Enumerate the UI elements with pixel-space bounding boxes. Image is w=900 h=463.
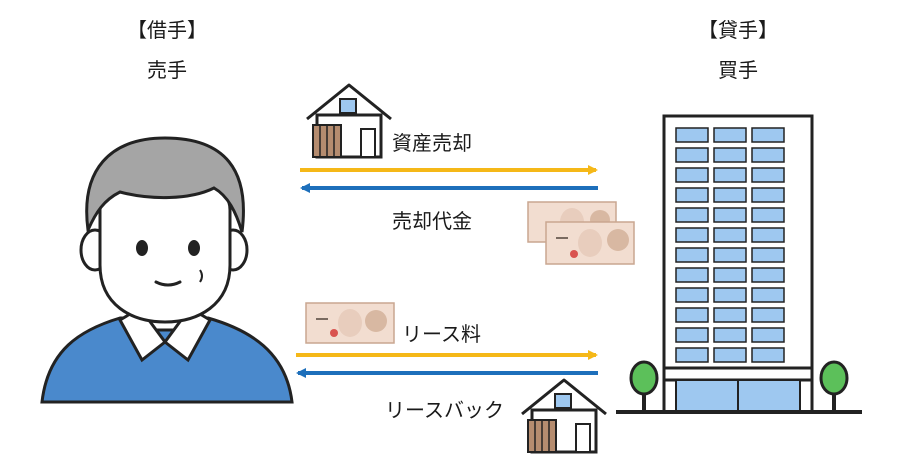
- building-window: [751, 147, 785, 163]
- building-window: [713, 307, 747, 323]
- sale-proceeds-label: 売却代金: [392, 209, 472, 233]
- asset-sale-label: 資産売却: [392, 131, 472, 155]
- building-window: [713, 147, 747, 163]
- building-window: [751, 187, 785, 203]
- building-window: [675, 307, 709, 323]
- building-window: [713, 327, 747, 343]
- person-icon: [40, 136, 294, 404]
- building-window: [675, 227, 709, 243]
- borrower-sub-label: 売手: [147, 58, 187, 82]
- building-window: [675, 287, 709, 303]
- banknote-icon: [545, 221, 635, 265]
- building-window: [713, 167, 747, 183]
- house-icon: [521, 378, 607, 454]
- building-window: [675, 147, 709, 163]
- lender-role-label: 【貸手】: [698, 18, 778, 42]
- leaseback-label: リースバック: [385, 398, 504, 422]
- building-window: [713, 267, 747, 283]
- building-window: [751, 227, 785, 243]
- banknote-icon: [305, 302, 395, 344]
- building-window: [713, 247, 747, 263]
- building-window: [713, 347, 747, 363]
- tree-icon: [819, 360, 849, 412]
- building-window: [751, 327, 785, 343]
- building-window: [675, 187, 709, 203]
- building-window: [675, 347, 709, 363]
- building-window: [713, 127, 747, 143]
- building-window: [675, 207, 709, 223]
- building-window: [675, 327, 709, 343]
- building-window: [751, 127, 785, 143]
- building-window: [675, 267, 709, 283]
- borrower-role-label: 【借手】: [127, 18, 207, 42]
- building-window: [751, 167, 785, 183]
- office-building-icon: [616, 114, 862, 414]
- lender-sub-label: 買手: [718, 58, 758, 82]
- building-window: [751, 347, 785, 363]
- building-window: [751, 307, 785, 323]
- building-window: [713, 187, 747, 203]
- lease-fee-label: リース料: [402, 322, 481, 346]
- building-window: [751, 207, 785, 223]
- building-window: [713, 287, 747, 303]
- building-window: [675, 247, 709, 263]
- tree-icon: [629, 360, 659, 412]
- house-icon: [306, 83, 392, 159]
- building-window: [751, 247, 785, 263]
- building-window: [713, 227, 747, 243]
- building-window: [675, 127, 709, 143]
- building-window: [751, 287, 785, 303]
- building-window: [675, 167, 709, 183]
- building-window: [751, 267, 785, 283]
- building-window: [713, 207, 747, 223]
